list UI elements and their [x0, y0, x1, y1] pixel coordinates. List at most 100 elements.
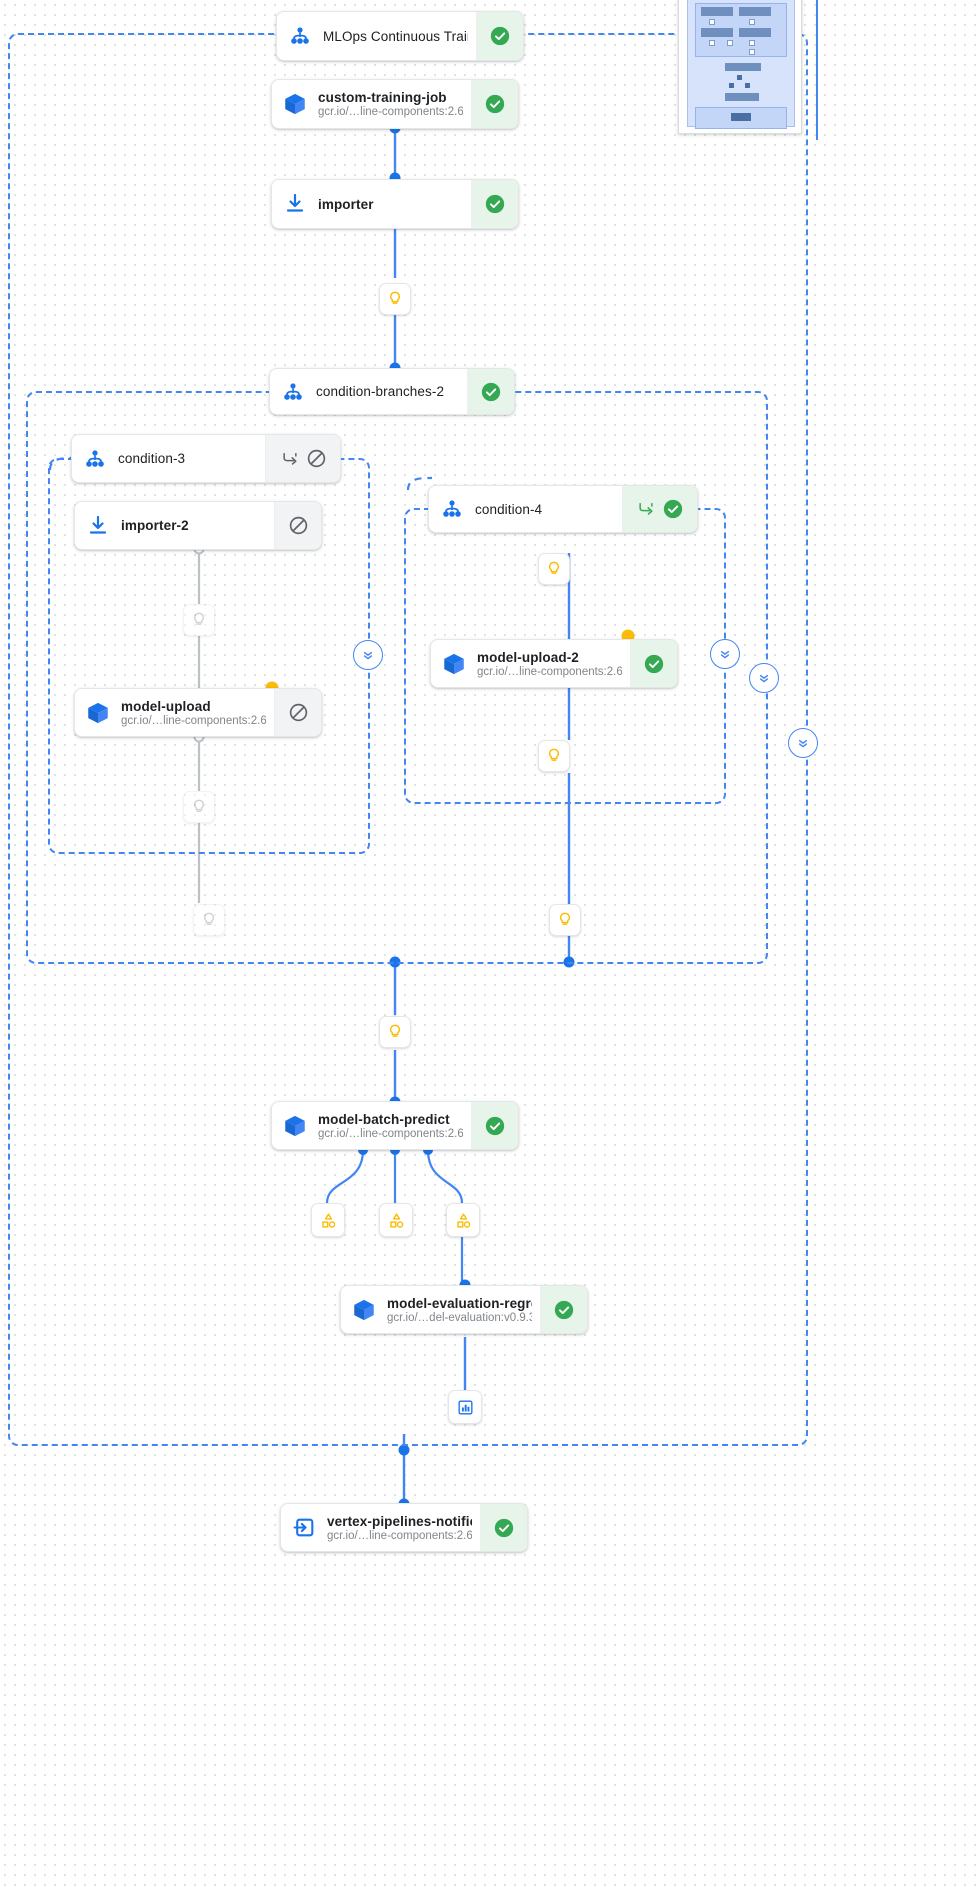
skipped-icon — [307, 449, 325, 468]
node-title: model-evaluation-regres… — [387, 1295, 532, 1311]
cube-icon — [272, 80, 318, 128]
artifact-chip-11[interactable] — [446, 1203, 480, 1237]
node-title: condition-branches-2 — [316, 384, 445, 399]
bulb-icon — [194, 612, 204, 625]
node-custom-training-job[interactable]: custom-training-job gcr.io/…line-compone… — [271, 79, 519, 129]
collapse-toggle-branches-inner[interactable] — [749, 663, 779, 693]
status-badge-skipped — [274, 689, 321, 736]
collapse-toggle-branches-outer[interactable] — [788, 728, 818, 758]
import-icon — [75, 502, 121, 549]
artifact-chip-1[interactable] — [379, 283, 411, 315]
minimap-node — [749, 19, 755, 25]
status-badge-success — [540, 1286, 587, 1333]
node-model-upload-2[interactable]: model-upload-2 gcr.io/…line-components:2… — [430, 639, 678, 688]
bulb-icon — [549, 561, 559, 574]
node-condition-branches-2[interactable]: condition-branches-2 — [269, 368, 515, 415]
node-condition-3[interactable]: condition-3 — [71, 434, 341, 483]
minimap-node — [725, 63, 761, 71]
node-subtitle: gcr.io/…del-evaluation:v0.9.3 — [387, 1311, 532, 1324]
artifact-chip-12[interactable] — [448, 1390, 482, 1424]
node-root[interactable]: MLOps Continuous Traini… — [276, 11, 524, 61]
artifact-chip-6[interactable] — [538, 740, 570, 772]
node-model-batch-predict[interactable]: model-batch-predict gcr.io/…line-compone… — [271, 1101, 519, 1150]
node-subtitle: gcr.io/…line-components:2.6.0 — [477, 665, 622, 678]
metrics-icon — [457, 1399, 473, 1415]
node-root-body: MLOps Continuous Traini… — [323, 12, 476, 60]
shapes-icon — [456, 1212, 470, 1228]
node-title: condition-4 — [475, 501, 543, 517]
artifact-chip-9[interactable] — [311, 1203, 345, 1237]
node-condition-branches-2-body: condition-branches-2 — [316, 369, 467, 414]
node-title: importer — [318, 196, 374, 212]
artifact-chip-3[interactable] — [183, 791, 215, 823]
cube-icon — [272, 1102, 318, 1149]
node-importer-2-body: importer-2 — [121, 502, 274, 549]
cube-icon — [341, 1286, 387, 1333]
chevron-collapse-icon — [720, 650, 730, 659]
collapse-toggle-condition-4[interactable] — [710, 639, 740, 669]
artifact-chip-5[interactable] — [538, 553, 570, 585]
node-condition-3-body: condition-3 — [118, 435, 265, 482]
cube-icon — [75, 689, 121, 736]
node-title: model-upload — [121, 698, 211, 714]
import-icon — [272, 180, 318, 228]
artifact-chip-8[interactable] — [379, 1016, 411, 1048]
bulb-icon — [560, 912, 570, 925]
minimap-node — [739, 28, 771, 37]
cube-icon — [431, 640, 477, 687]
minimap-node — [737, 75, 742, 80]
node-subtitle: gcr.io/…line-components:2.6.0 — [318, 1127, 463, 1140]
status-badge-success — [476, 12, 523, 60]
node-model-batch-predict-body: model-batch-predict gcr.io/…line-compone… — [318, 1102, 471, 1149]
node-subtitle: gcr.io/…line-components:2.6.0 — [318, 106, 463, 118]
node-title: importer-2 — [121, 518, 189, 533]
bulb-icon — [194, 799, 204, 812]
node-model-upload-2-body: model-upload-2 gcr.io/…line-components:2… — [477, 640, 630, 687]
shapes-icon — [389, 1212, 403, 1228]
status-badge-success — [630, 640, 677, 687]
node-importer-2[interactable]: importer-2 — [74, 501, 322, 550]
node-condition-4[interactable]: condition-4 — [428, 485, 698, 533]
node-custom-training-job-body: custom-training-job gcr.io/…line-compone… — [318, 80, 471, 128]
node-importer[interactable]: importer — [271, 179, 519, 229]
status-badge-success — [471, 180, 518, 228]
artifact-chip-10[interactable] — [379, 1203, 413, 1237]
node-importer-body: importer — [318, 180, 471, 228]
chevron-collapse-icon — [798, 739, 808, 748]
node-title: model-upload-2 — [477, 649, 579, 665]
status-badge-skipped — [274, 502, 321, 549]
artifact-chip-7[interactable] — [549, 904, 581, 936]
chevron-collapse-icon — [759, 674, 769, 683]
node-subtitle: gcr.io/…line-components:2.6.0 — [121, 714, 266, 727]
node-model-upload-body: model-upload gcr.io/…line-components:2.6… — [121, 689, 274, 736]
artifact-chip-4[interactable] — [193, 904, 225, 936]
status-group-condition-3 — [265, 435, 340, 482]
bulb-icon — [390, 1024, 400, 1037]
minimap-node — [731, 113, 751, 121]
dag-icon — [429, 486, 475, 532]
minimap-node — [709, 19, 715, 25]
minimap-node — [749, 40, 755, 46]
node-title: custom-training-job — [318, 90, 447, 105]
bulb-icon — [204, 912, 214, 925]
status-group-condition-4 — [622, 486, 697, 532]
success-icon — [663, 499, 683, 519]
node-model-upload[interactable]: model-upload gcr.io/…line-components:2.6… — [74, 688, 322, 737]
status-badge-success — [471, 80, 518, 128]
node-model-evaluation-regression[interactable]: model-evaluation-regres… gcr.io/…del-eva… — [340, 1285, 588, 1334]
node-subtitle: gcr.io/…line-components:2.6.0 — [327, 1529, 472, 1542]
dag-icon — [72, 435, 118, 482]
viewport-edge-right — [816, 0, 818, 140]
bulb-icon — [390, 291, 400, 304]
minimap-node — [709, 40, 715, 46]
artifact-chip-2[interactable] — [183, 604, 215, 636]
branch-icon — [282, 452, 297, 465]
collapse-toggle-condition-3[interactable] — [353, 640, 383, 670]
status-badge-success — [467, 369, 514, 414]
graph-minimap[interactable] — [678, 0, 802, 134]
node-vertex-pipelines-notification[interactable]: vertex-pipelines-notificat… gcr.io/…line… — [280, 1503, 528, 1552]
node-title: vertex-pipelines-notificat… — [327, 1513, 472, 1529]
minimap-node — [745, 83, 750, 88]
status-badge-success — [480, 1504, 527, 1551]
